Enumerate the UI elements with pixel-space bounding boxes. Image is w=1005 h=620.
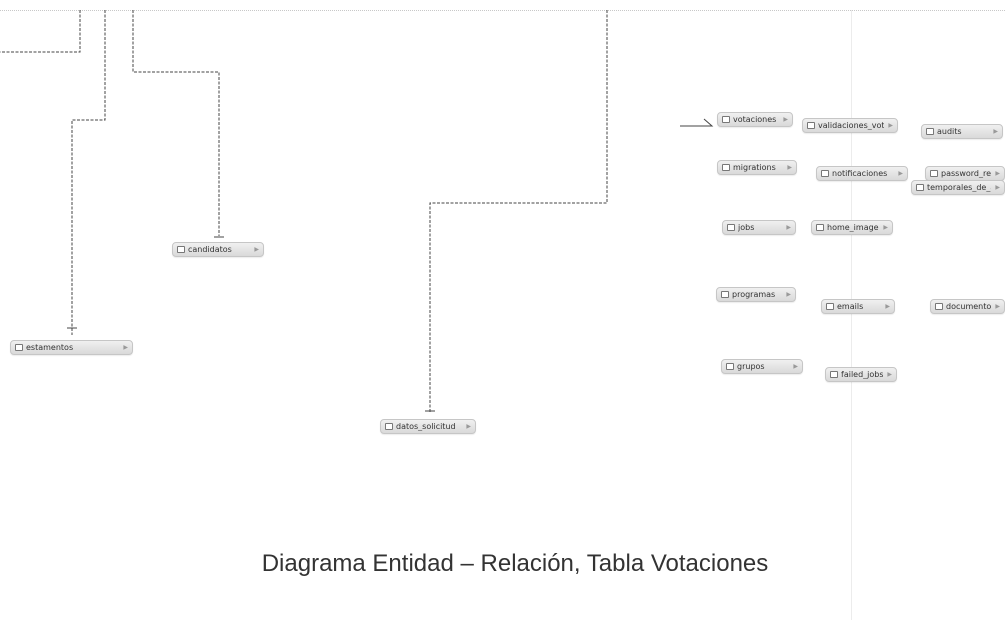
entity-label: home_images xyxy=(827,223,880,232)
table-icon xyxy=(177,246,185,253)
entity-label: jobs xyxy=(738,223,755,232)
diagram-caption: Diagrama Entidad – Relación, Tabla Votac… xyxy=(261,550,769,577)
table-icon xyxy=(727,224,735,231)
table-icon xyxy=(926,128,934,135)
table-icon xyxy=(826,303,834,310)
expand-arrow-icon[interactable]: ▶ xyxy=(786,291,791,298)
entity-label: estamentos xyxy=(26,343,74,352)
table-icon xyxy=(935,303,943,310)
entity-documentos[interactable]: documentos ▶ xyxy=(930,299,1005,314)
entity-label: audits xyxy=(937,127,962,136)
table-icon xyxy=(816,224,824,231)
table-icon xyxy=(722,164,730,171)
expand-arrow-icon[interactable]: ▶ xyxy=(123,344,128,351)
relation-line-offpage xyxy=(0,10,81,53)
entity-emails[interactable]: emails ▶ xyxy=(821,299,895,314)
page-fold-line xyxy=(851,10,852,620)
table-icon xyxy=(821,170,829,177)
entity-jobs[interactable]: jobs ▶ xyxy=(722,220,796,235)
relation-line-candidatos xyxy=(132,10,220,236)
expand-arrow-icon[interactable]: ▶ xyxy=(883,224,888,231)
relation-line-votaciones xyxy=(680,118,714,127)
expand-arrow-icon[interactable]: ▶ xyxy=(793,363,798,370)
entity-votaciones[interactable]: votaciones ▶ xyxy=(717,112,793,127)
table-icon xyxy=(15,344,23,351)
table-icon xyxy=(830,371,838,378)
entity-estamentos[interactable]: estamentos ▶ xyxy=(10,340,133,355)
entity-label: emails xyxy=(837,302,864,311)
entity-label: temporales_de_ayuda xyxy=(927,183,991,192)
entity-failed-jobs[interactable]: failed_jobs ▶ xyxy=(825,367,897,382)
expand-arrow-icon[interactable]: ▶ xyxy=(995,170,1000,177)
entity-label: grupos xyxy=(737,362,765,371)
entity-label: failed_jobs xyxy=(841,370,884,379)
expand-arrow-icon[interactable]: ▶ xyxy=(887,371,892,378)
entity-datos-solicitud[interactable]: datos_solicitud ▶ xyxy=(380,419,476,434)
table-icon xyxy=(807,122,815,129)
table-icon xyxy=(721,291,729,298)
relation-line-estamentos xyxy=(71,10,106,335)
table-icon xyxy=(726,363,734,370)
entity-programas[interactable]: programas ▶ xyxy=(716,287,796,302)
expand-arrow-icon[interactable]: ▶ xyxy=(995,303,1000,310)
relation-line-datos-solicitud xyxy=(429,10,608,412)
expand-arrow-icon[interactable]: ▶ xyxy=(786,224,791,231)
entity-validaciones-votacion[interactable]: validaciones_votacion ▶ xyxy=(802,118,898,133)
entity-label: password_resets xyxy=(941,169,992,178)
entity-audits[interactable]: audits ▶ xyxy=(921,124,1003,139)
page-top-border xyxy=(0,10,1005,11)
entity-grupos[interactable]: grupos ▶ xyxy=(721,359,803,374)
table-icon xyxy=(930,170,938,177)
expand-arrow-icon[interactable]: ▶ xyxy=(885,303,890,310)
entity-label: programas xyxy=(732,290,776,299)
expand-arrow-icon[interactable]: ▶ xyxy=(783,116,788,123)
expand-arrow-icon[interactable]: ▶ xyxy=(254,246,259,253)
entity-label: candidatos xyxy=(188,245,232,254)
entity-label: votaciones xyxy=(733,115,777,124)
entity-label: notificaciones xyxy=(832,169,888,178)
table-icon xyxy=(722,116,730,123)
expand-arrow-icon[interactable]: ▶ xyxy=(888,122,893,129)
entity-label: validaciones_votacion xyxy=(818,121,885,130)
entity-notificaciones[interactable]: notificaciones ▶ xyxy=(816,166,908,181)
entity-candidatos[interactable]: candidatos ▶ xyxy=(172,242,264,257)
table-icon xyxy=(916,184,924,191)
entity-label: migrations xyxy=(733,163,776,172)
expand-arrow-icon[interactable]: ▶ xyxy=(466,423,471,430)
entity-home-images[interactable]: home_images ▶ xyxy=(811,220,893,235)
entity-label: datos_solicitud xyxy=(396,422,456,431)
expand-arrow-icon[interactable]: ▶ xyxy=(787,164,792,171)
table-icon xyxy=(385,423,393,430)
entity-temporales-de-ayuda[interactable]: temporales_de_ayuda ▶ xyxy=(911,180,1005,195)
expand-arrow-icon[interactable]: ▶ xyxy=(898,170,903,177)
expand-arrow-icon[interactable]: ▶ xyxy=(995,184,1000,191)
entity-migrations[interactable]: migrations ▶ xyxy=(717,160,797,175)
expand-arrow-icon[interactable]: ▶ xyxy=(993,128,998,135)
entity-label: documentos xyxy=(946,302,992,311)
entity-password-resets[interactable]: password_resets ▶ xyxy=(925,166,1005,181)
